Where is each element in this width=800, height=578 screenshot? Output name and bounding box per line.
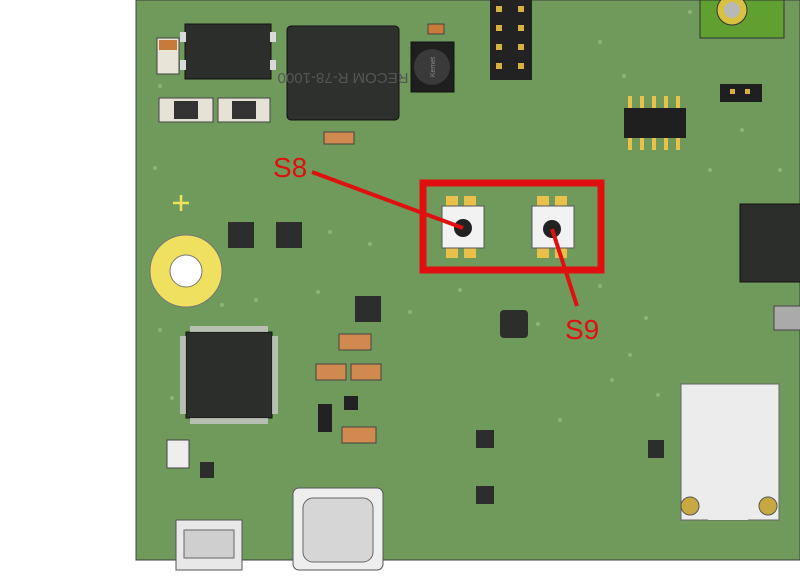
callout-line-s8: [311, 170, 464, 230]
right-ic: [739, 203, 800, 283]
plus-marker: [173, 195, 189, 211]
wifi-module: [680, 383, 780, 521]
callout-label-s8: S8: [273, 152, 307, 183]
mounting-hole: [149, 234, 223, 308]
resistor-pair: [158, 97, 271, 123]
capacitors-middle: [315, 333, 382, 444]
transistors: [200, 430, 664, 504]
callout-label-s9: S9: [565, 314, 599, 345]
vias: [153, 10, 782, 422]
power-module: [184, 23, 272, 80]
usb-micro: [175, 519, 243, 571]
pin-header-top: [490, 0, 532, 80]
regulator-marking: RECOM R-78-1000: [278, 69, 409, 86]
power-inductor: Kemet: [410, 23, 455, 93]
recom-regulator: RECOM R-78-1000: [278, 25, 409, 121]
inductor-marking: Kemet: [430, 57, 437, 77]
jumper: [720, 84, 762, 102]
microcontroller: [180, 326, 278, 424]
usb-c: [292, 487, 384, 571]
soic-ics: [228, 222, 528, 338]
callout-line-s9: [550, 228, 579, 307]
crystal: [166, 439, 190, 469]
tantalum-capacitor: [156, 37, 180, 75]
terminal-block: [699, 0, 785, 39]
highlight-box: [419, 179, 605, 274]
small-header: [624, 96, 686, 150]
